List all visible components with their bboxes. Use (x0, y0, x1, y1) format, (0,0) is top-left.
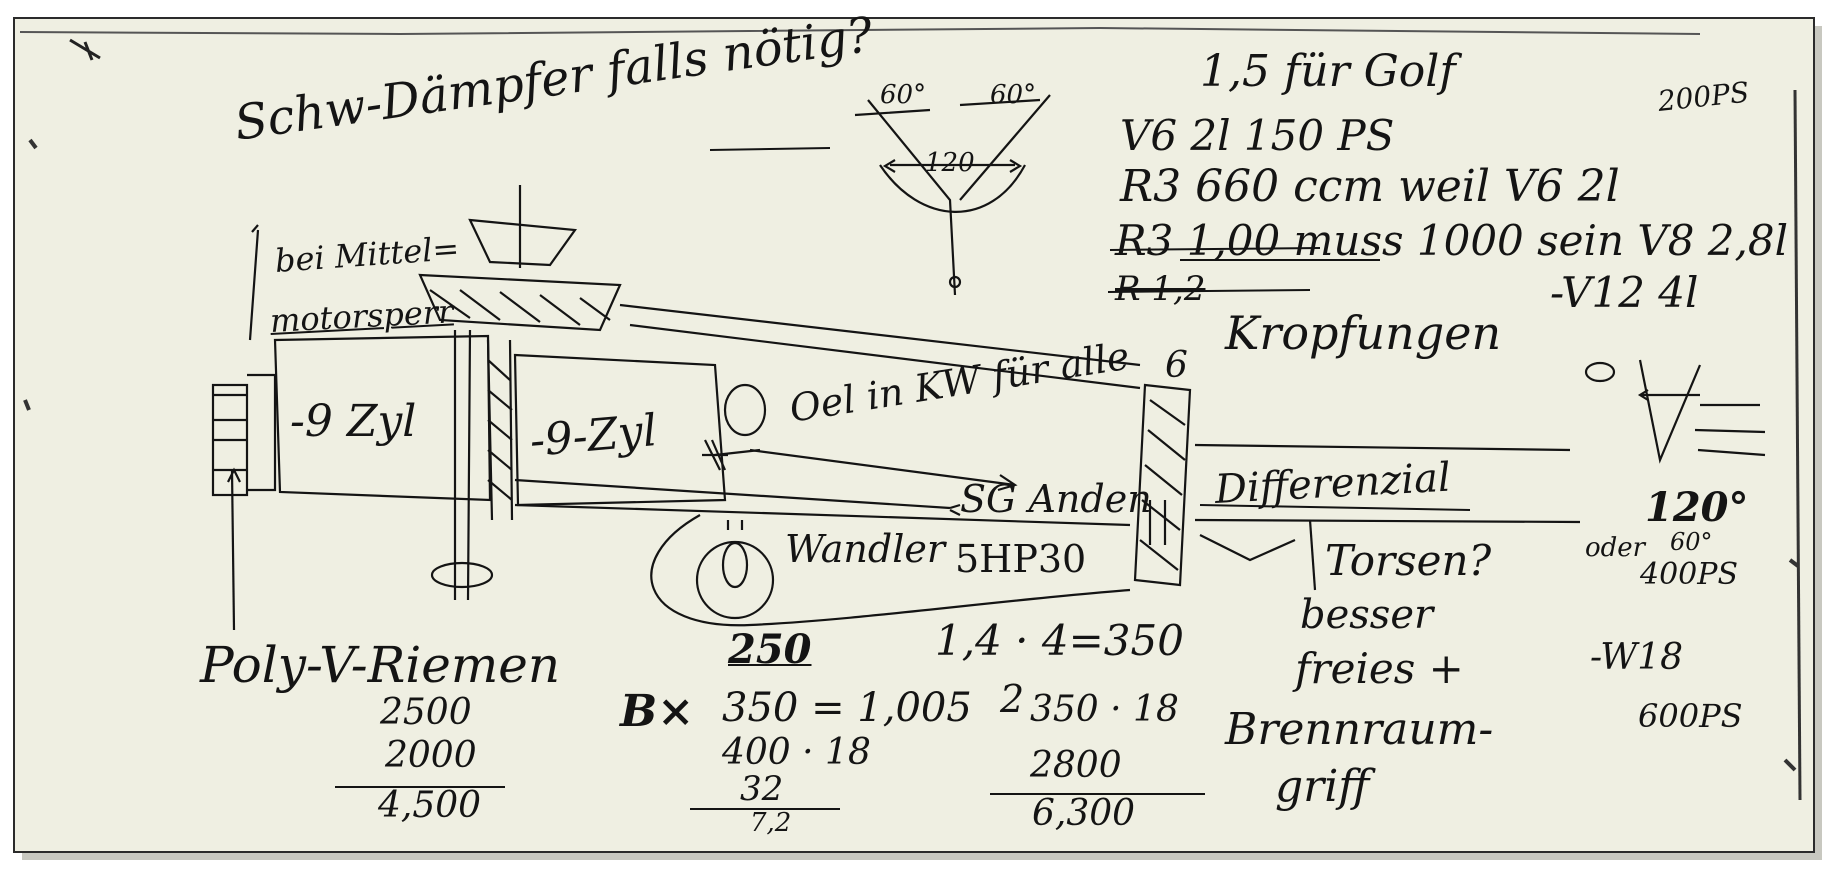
note-sg: SG Anden (960, 477, 1152, 521)
note-angle-total: 120 (925, 148, 975, 178)
note-cyl-mid: -9-Zyl (527, 405, 659, 467)
converter-loop (650, 514, 1131, 627)
upper-rail (619, 303, 1141, 390)
engine-block-left (273, 334, 492, 502)
upper-plate (418, 273, 622, 332)
note-shp: 5HP30 (955, 537, 1087, 581)
calc-c-sum-line (990, 793, 1205, 795)
note-c32: 32 (740, 769, 784, 809)
note-diff: Differenzial (1213, 454, 1452, 513)
note-ps600: 600PS (1638, 697, 1743, 735)
note-deg60: 60° (1670, 528, 1713, 556)
note-oder: oder (1585, 533, 1646, 563)
note-cyl-left: -9 Zyl (290, 396, 417, 447)
note-ps400: 400PS (1640, 557, 1738, 592)
engine-sketch (211, 185, 1581, 631)
note-r3: R3 660 ccm weil V6 2l (1120, 161, 1620, 212)
engine-block-mid (513, 353, 727, 507)
note-w18: -W18 (1590, 637, 1684, 678)
angle-diagram (854, 94, 1051, 296)
note-deg120: 120° (1645, 484, 1749, 531)
note-c400: 400 · 18 (722, 732, 871, 773)
note-c350: 350 = 1,005 (722, 685, 972, 731)
bulkhead-right (1133, 383, 1192, 587)
note-s4500: 4,500 (378, 785, 482, 826)
bulkhead-left (486, 339, 514, 521)
note-riemen: Poly-V-Riemen (200, 636, 561, 694)
note-v12: -V12 4l (1550, 268, 1699, 317)
scan-specks (23, 138, 1800, 772)
diff-lines (1194, 443, 1581, 524)
note-r5: R 1,2 (1115, 269, 1206, 309)
note-six: 6 (1165, 345, 1188, 386)
calc-b-sum-line (690, 808, 840, 810)
top-cup (468, 218, 578, 267)
calc-a-sum-line (335, 786, 505, 788)
note-bx: B× (620, 686, 695, 737)
scan-edge-top (19, 26, 1701, 36)
note-freies: freies + (1295, 644, 1464, 693)
note-angle-left: 60° (880, 80, 927, 110)
note-wandler: Wandler (785, 527, 946, 571)
note-t2800: 2800 (1030, 745, 1122, 786)
note-t6300: 6,300 (1032, 793, 1136, 834)
note-torsen: Torsen? (1325, 536, 1492, 585)
note-mittel-2: motorsperr (269, 292, 455, 340)
corner-mark (69, 38, 101, 61)
note-s2000: 2000 (385, 735, 477, 776)
note-angle-right: 60° (990, 80, 1037, 110)
gearbox-body (514, 478, 1131, 527)
note-kropf: Kropfungen (1225, 306, 1502, 360)
v-angle-sketch (1584, 359, 1766, 464)
note-c250: 250 (728, 626, 812, 673)
note-r2: V6 2l 150 PS (1120, 111, 1395, 160)
note-r1: 1,5 für Golf (1200, 46, 1456, 97)
note-t350: 350 · 18 (1030, 689, 1179, 730)
note-r4: R3 1,00 muss 1000 sein V8 2,8l (1115, 216, 1789, 265)
note-griff: griff (1275, 761, 1370, 812)
note-two: 2 (1000, 677, 1025, 721)
underlines (709, 147, 1471, 511)
note-c72: 7,2 (750, 808, 792, 838)
note-brennraum: Brennraum- (1225, 704, 1494, 755)
scan-edge-right (1793, 89, 1802, 801)
note-besser: besser (1300, 592, 1434, 638)
note-calc-top: 1,4 · 4=350 (935, 616, 1184, 665)
note-s2500: 2500 (380, 692, 472, 733)
